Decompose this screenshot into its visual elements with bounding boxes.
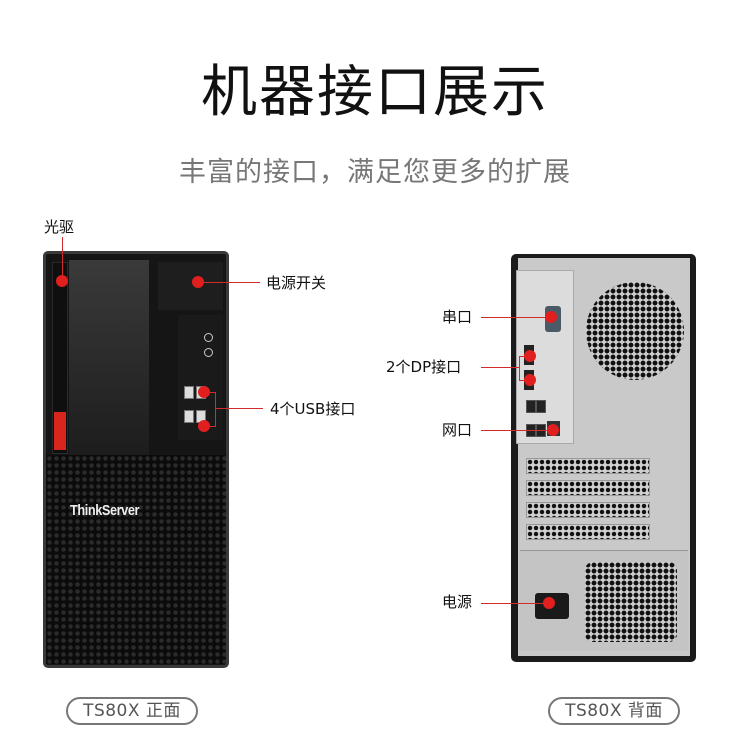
callout-line — [62, 237, 63, 281]
front-door-panel — [69, 260, 149, 455]
callout-label-serial-port: 串口 — [442, 308, 473, 326]
callout-line — [210, 392, 216, 393]
callout-dot — [198, 420, 210, 432]
front-mesh-grille — [46, 455, 226, 664]
callout-line — [519, 380, 525, 381]
callout-dot — [545, 311, 557, 323]
power-button-area — [158, 262, 223, 310]
optical-drive-bay — [52, 262, 68, 454]
expansion-slot — [526, 480, 650, 496]
callout-dot — [192, 276, 204, 288]
psu-fan-grille — [585, 562, 677, 642]
callout-dot — [524, 350, 536, 362]
rear-fan-grille — [586, 282, 684, 380]
callout-label-power-switch: 电源开关 — [266, 274, 327, 292]
front-view-badge: TS80X 正面 — [66, 697, 198, 725]
usb-port-icon — [184, 386, 194, 399]
expansion-slot — [526, 458, 650, 474]
callout-dot — [56, 275, 68, 287]
usb-port-icon — [184, 410, 194, 423]
callout-label-usb-ports: 4个USB接口 — [270, 400, 356, 418]
page-title: 机器接口展示 — [201, 60, 549, 125]
callout-line — [481, 317, 551, 318]
callout-bracket — [215, 392, 216, 427]
callout-label-ethernet-port: 网口 — [442, 421, 473, 439]
page-subtitle: 丰富的接口，满足您更多的扩展 — [179, 157, 571, 188]
callout-line — [481, 603, 543, 604]
back-view-badge: TS80X 背面 — [548, 697, 680, 725]
callout-dot — [547, 424, 559, 436]
lenovo-logo — [54, 412, 66, 450]
expansion-slot — [526, 502, 650, 518]
thinkserver-logo: ThinkServer — [70, 502, 140, 519]
callout-label-power-inlet: 电源 — [442, 593, 473, 611]
expansion-slot — [526, 524, 650, 540]
callout-line — [204, 282, 260, 283]
usb-port-icon — [526, 400, 536, 413]
callout-bracket — [519, 356, 520, 381]
callout-label-dp-ports: 2个DP接口 — [386, 358, 462, 376]
callout-dot — [198, 386, 210, 398]
callout-dot — [524, 374, 536, 386]
audio-jack-icon — [204, 348, 213, 357]
audio-jack-icon — [204, 333, 213, 342]
callout-line — [215, 408, 263, 409]
callout-line — [481, 430, 549, 431]
callout-line — [210, 426, 216, 427]
callout-line — [481, 367, 520, 368]
callout-label-optical-drive: 光驱 — [44, 218, 75, 236]
usb-port-icon — [536, 400, 546, 413]
callout-dot — [543, 597, 555, 609]
callout-line — [519, 356, 525, 357]
